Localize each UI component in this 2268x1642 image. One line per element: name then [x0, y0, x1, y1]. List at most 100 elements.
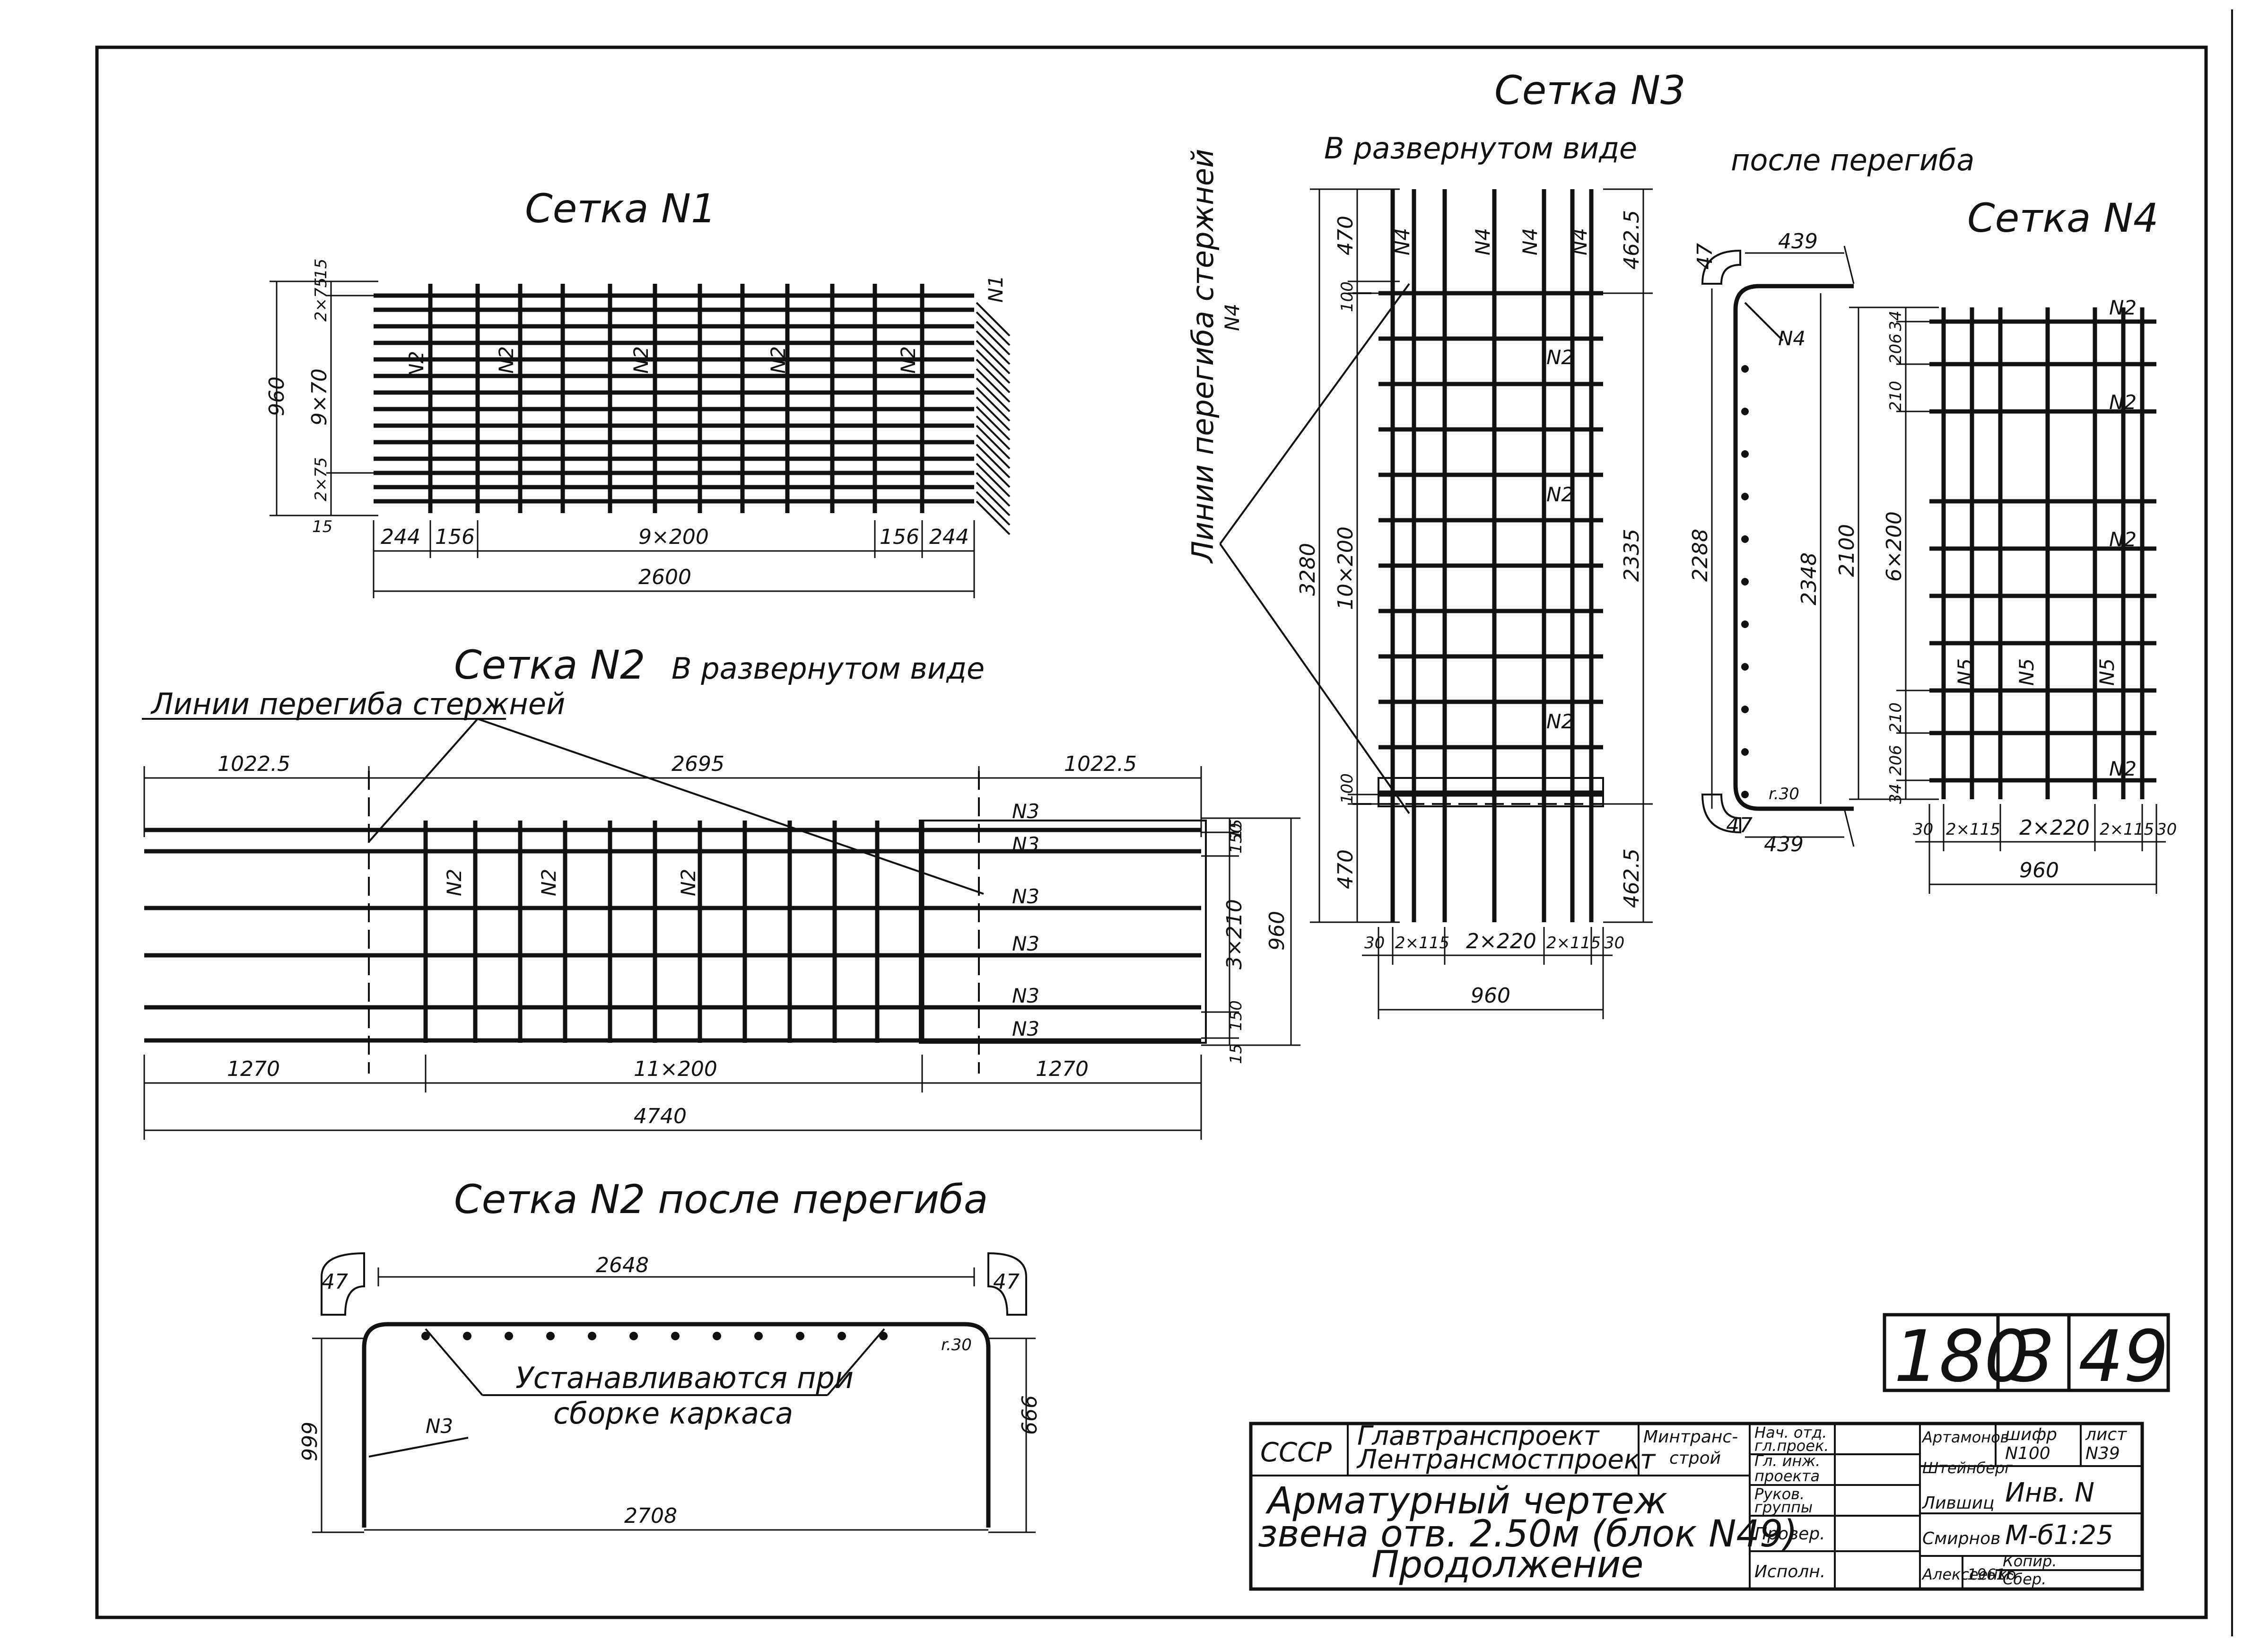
title-block-code: N100 — [2005, 1444, 2050, 1463]
mesh-2-dim: 15 — [1227, 819, 1246, 839]
mesh-1-vertical-bars — [428, 284, 925, 513]
mesh-4-dim: 30 — [1913, 820, 1933, 839]
mesh-1-dim: 2×75 — [312, 457, 331, 501]
mesh-4-dim: 34 — [1886, 311, 1905, 331]
mesh-3-dimensions: 470 100 3280 10×200 100 470 462.5 2335 4… — [1296, 188, 1653, 1019]
mesh-1-mark: N2 — [767, 346, 790, 374]
mesh-2-bar-marks: N2 N2 N2 N3 N3 N3 N3 N3 N3 — [443, 800, 1039, 1040]
mesh-2-bent-r-left: 47 — [322, 1270, 348, 1294]
mesh-4-bar-mark: N5 — [2015, 658, 2038, 686]
mesh-1-hatch-line — [976, 481, 1011, 516]
title-block-ministry: строй — [1669, 1449, 1721, 1468]
mesh-1-mark: N2 — [405, 351, 428, 378]
mesh-4-width: 960 — [2019, 858, 2059, 882]
mesh-2-bent-top: 2648 — [596, 1253, 649, 1277]
title-block-copy: Копир. — [2003, 1552, 2057, 1570]
mesh-4-bar-mark: N5 — [1954, 658, 1977, 686]
mesh-2-bent-mark: N3 — [426, 1415, 453, 1438]
mesh-2-bent-bar-section — [588, 1332, 596, 1340]
mesh-2-total: 4740 — [634, 1104, 687, 1128]
mesh-4-mark: N2 — [2109, 528, 2137, 551]
mesh-2-long-mark: N3 — [1012, 833, 1039, 856]
mesh-2-long-mark: N3 — [1012, 932, 1039, 955]
title-block-inv: Инв. N — [2005, 1477, 2094, 1508]
mesh-2-bent-bar-section — [546, 1332, 555, 1340]
title-block-drawing-name: звена отв. 2.50м (блок N49) — [1258, 1513, 1797, 1555]
mesh-4-mark: N2 — [2109, 391, 2137, 414]
mesh-2-bent-dots — [421, 1332, 888, 1340]
mesh-2-bent-bar-section — [754, 1332, 763, 1340]
title-block-ministry: Минтранс- — [1643, 1427, 1738, 1447]
mesh-1-horizontal-bars — [374, 293, 974, 504]
title-block-role: Нач. отд. — [1754, 1424, 1827, 1441]
title-block-scale: М-б1:25 — [2005, 1520, 2113, 1551]
mesh-1-hatch-line — [976, 377, 1011, 412]
mesh-2-dim: 1022.5 — [1064, 752, 1137, 776]
title-block-role: Гл. инж. — [1754, 1452, 1820, 1470]
mesh-2-long-mark: N3 — [1012, 800, 1039, 823]
mesh-4-mark: N2 — [2109, 757, 2137, 780]
title-block-sheet: N39 — [2085, 1444, 2120, 1463]
mesh-1-total: 2600 — [638, 565, 691, 589]
title-block-sheet-label: лист — [2085, 1425, 2127, 1444]
mesh-2-bent-note: Устанавливаются при — [515, 1361, 854, 1395]
mesh-3-bent-top: 439 — [1778, 229, 1818, 253]
mesh-4-mark: N2 — [2109, 296, 2137, 319]
mesh-1-hatch-line — [976, 453, 1011, 488]
mesh-4-dim: 2×220 — [2019, 816, 2090, 840]
mesh-3: Сетка N3 В развернутом виде после переги… — [1186, 67, 1974, 1019]
mesh-3-top-mark: N4 — [1518, 228, 1542, 255]
mesh-3-top-mark: N4 — [1471, 228, 1494, 255]
mesh-3-side-mark: N2 — [1546, 710, 1574, 733]
mesh-2-bent: Сетка N2 после перегиба Устанавливаются … — [298, 1176, 1040, 1533]
mesh-3-bent-bar-section — [1741, 663, 1749, 671]
mesh-4-vertical-bars — [1941, 307, 2145, 799]
title-block-signature: Лившиц — [1921, 1494, 1995, 1513]
mesh-2-bent-bar-section — [671, 1332, 680, 1340]
mesh-2-long-mark: N3 — [1012, 1017, 1039, 1040]
mesh-3-side-mark: N2 — [1546, 346, 1574, 369]
mesh-3-bent-mark: N4 — [1778, 327, 1806, 350]
mesh-3-top-mark: N4 — [1568, 228, 1591, 255]
mesh-1-dim: 15 — [312, 517, 332, 536]
mesh-2-dim: 150 — [1227, 823, 1246, 854]
mesh-1-dim: 9×70 — [307, 368, 331, 426]
mesh-1-hatch-line — [976, 463, 1011, 498]
title-block-signature: Штейнберг — [1922, 1459, 2013, 1477]
title-block-role: Провер. — [1754, 1524, 1825, 1544]
mesh-3-side-mark: N2 — [1546, 483, 1574, 506]
mesh-3-top-mark: N4 — [1391, 228, 1414, 255]
mesh-2-title: Сетка N2 — [454, 642, 645, 688]
mesh-2-bent-r-right: 47 — [993, 1270, 1020, 1294]
mesh-4: Сетка N4 N2 N2 N2 N2 N5 N5 N5 2100 34 20… — [1835, 195, 2177, 894]
mesh-3-bent-bar-section — [1741, 408, 1749, 415]
mesh-1-mark: N2 — [897, 346, 920, 374]
mesh-3-bent-r-inner: r.30 — [1769, 785, 1799, 804]
mesh-3-bend-mark: N4 — [1221, 304, 1244, 331]
mesh-1-hatch-line — [976, 444, 1011, 479]
mesh-3-bent-r-bottom: 47 — [1726, 813, 1753, 838]
mesh-1-mark-n1: N1 — [984, 275, 1007, 303]
title-block-role: гл.проек. — [1754, 1437, 1829, 1455]
mesh-2-bent-bar-section — [505, 1332, 513, 1340]
mesh-1-hatch-line — [976, 302, 1011, 337]
mesh-1-hatch — [976, 302, 1011, 535]
mesh-2-dim: 2695 — [672, 752, 724, 776]
mesh-3-dim: 3280 — [1296, 543, 1320, 596]
mesh-3-bent-left: 2288 — [1688, 529, 1712, 582]
mesh-1-hatch-line — [976, 321, 1011, 356]
mesh-3-bent-r-top: 47 — [1693, 243, 1717, 270]
mesh-3-dim: 2335 — [1620, 529, 1644, 582]
title-block-year: 1961г — [1967, 1565, 2014, 1583]
mesh-1-dim: 244 — [929, 525, 969, 549]
mesh-1-hatch-line — [976, 387, 1011, 422]
mesh-1: Сетка N1 N2 N2 N2 N2 N2 N1 960 2×75 9×70… — [265, 185, 1011, 598]
mesh-4-horizontal-bars — [1929, 319, 2156, 783]
mesh-4-dim: 206 — [1886, 333, 1905, 364]
mesh-2-dim: 150 — [1227, 1000, 1246, 1031]
mesh-1-dim: 960 — [265, 376, 289, 416]
mesh-4-title: Сетка N4 — [1967, 195, 2158, 241]
mesh-3-bent-bar-section — [1741, 365, 1749, 373]
mesh-2-bent-bar-section — [629, 1332, 638, 1340]
mesh-3-bend-label: Линии перегиба стержней — [1186, 149, 1220, 564]
